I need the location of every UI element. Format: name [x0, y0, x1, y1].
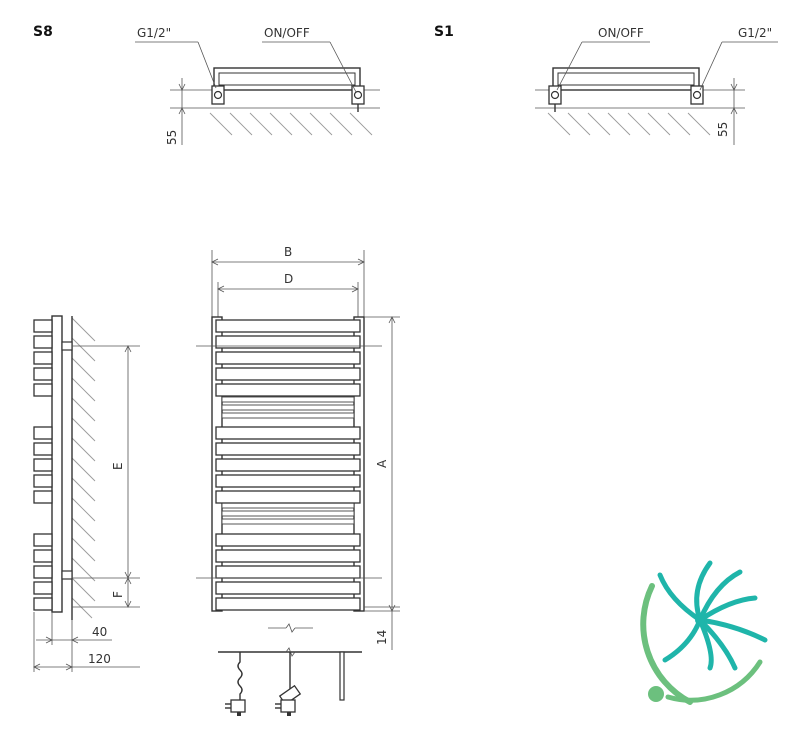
- offset-dimension-right: 55: [716, 122, 730, 137]
- variant-label-s1: S1: [434, 24, 454, 40]
- s1-top-view: S1 ON/OFF G1/2": [434, 24, 778, 145]
- wall-hatch-s8: [209, 112, 373, 136]
- side-bar-ends: [33, 319, 53, 611]
- bottom-dimension-14: 14: [375, 630, 389, 645]
- width-dimension-b: B: [284, 245, 292, 259]
- width-dimension-d: D: [284, 272, 293, 286]
- wall-hatch-s1: [547, 112, 711, 136]
- radiator-top-s1: [548, 67, 704, 112]
- height-dimension-f: F: [111, 591, 125, 598]
- power-plug-icon: [225, 699, 246, 716]
- thread-label-right: G1/2": [738, 26, 772, 40]
- onoff-label-right: ON/OFF: [598, 26, 644, 40]
- wall-hatch-side: [71, 317, 96, 619]
- offset-dimension-left: 55: [165, 130, 179, 145]
- front-bars: [215, 319, 361, 611]
- heating-element-detail: [218, 647, 362, 716]
- s8-top-view: S8 G1/2" ON/OFF: [33, 24, 380, 145]
- front-view: B D: [196, 245, 400, 650]
- side-view: E F 40 120: [33, 315, 140, 672]
- depth-dimension-40: 40: [92, 625, 107, 639]
- height-dimension-a: A: [375, 459, 389, 468]
- height-dimension-e: E: [111, 462, 125, 470]
- radiator-top-s8: [211, 67, 365, 112]
- onoff-label-left: ON/OFF: [264, 26, 310, 40]
- variant-label-s8: S8: [33, 24, 53, 40]
- power-plug-icon: [275, 684, 302, 716]
- front-inner-bars: [221, 396, 355, 525]
- thread-label-left: G1/2": [137, 26, 171, 40]
- dandelion-logo: [640, 560, 768, 705]
- depth-dimension-120: 120: [88, 652, 111, 666]
